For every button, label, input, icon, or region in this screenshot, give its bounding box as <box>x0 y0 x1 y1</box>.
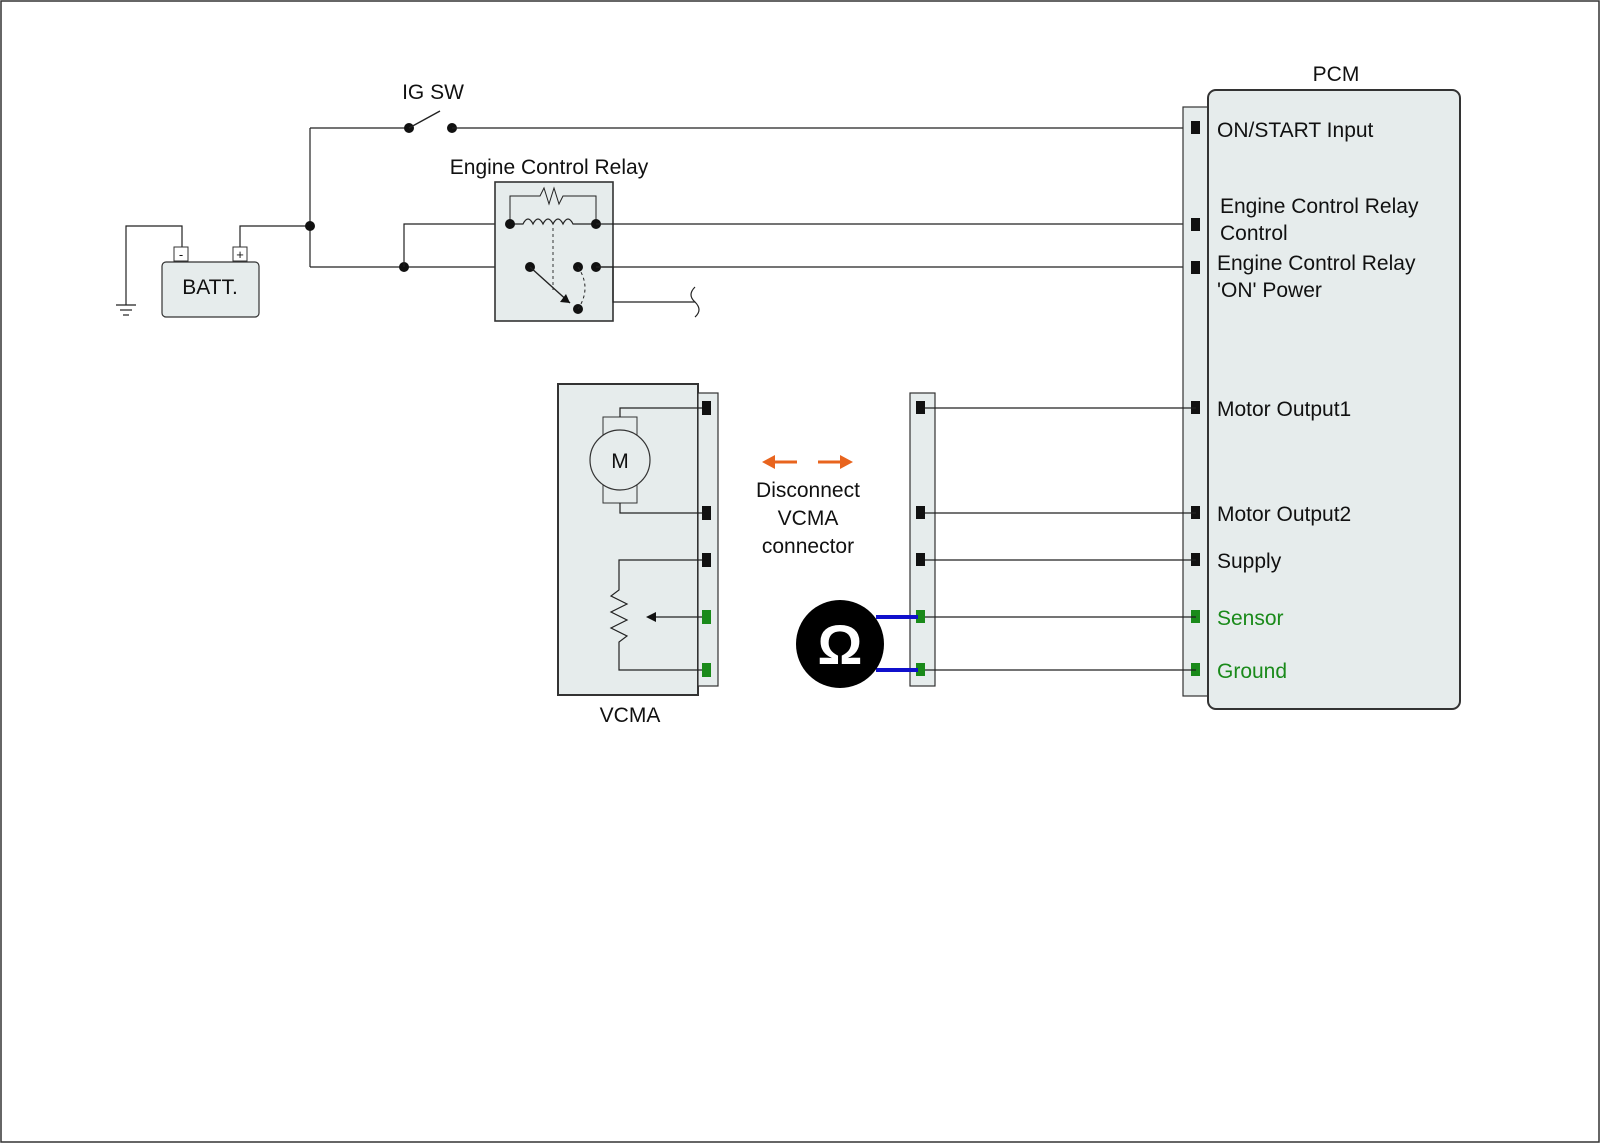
relay-coil-feed-wire <box>403 223 510 267</box>
pcm-pin <box>1191 261 1200 274</box>
vcma-pin <box>702 401 711 415</box>
harness-pins <box>916 401 925 676</box>
battery-label: BATT. <box>182 276 238 299</box>
relay-output-wire <box>596 266 695 303</box>
harness-connector-strip <box>909 392 936 687</box>
vcma-pin-sensor <box>702 610 711 624</box>
pcm-pin <box>1191 218 1200 231</box>
relay-label: Engine Control Relay <box>450 156 649 179</box>
motor-symbol: M <box>611 450 629 473</box>
pcm-pin-label-motor-output1: Motor Output1 <box>1217 398 1351 421</box>
pcm-pin-label-ecr-control-2: Control <box>1220 222 1288 245</box>
pcm-pin-label-ecr-power-1: Engine Control Relay <box>1217 252 1416 275</box>
harness-pin <box>916 553 925 566</box>
pcm-pin-label-on-start: ON/START Input <box>1217 119 1374 142</box>
motor-wire-bottom <box>619 503 702 514</box>
pcm-box <box>1207 89 1461 710</box>
battery-plus-label: + <box>236 247 244 262</box>
ig-sw-label: IG SW <box>402 81 464 104</box>
junction-dot <box>305 221 315 231</box>
disconnect-text-line2: VCMA <box>778 507 839 530</box>
pcm-pin-label-ecr-power-2: 'ON' Power <box>1217 279 1322 302</box>
vcma-pin-ground <box>702 663 711 677</box>
harness-pin-ground <box>916 663 925 676</box>
pcm-pin-label-ecr-control-1: Engine Control Relay <box>1220 195 1419 218</box>
battery-ground-wire <box>125 225 183 305</box>
potentiometer <box>609 559 702 671</box>
ohmmeter-icon <box>796 600 884 688</box>
wiper-arrow <box>646 612 656 622</box>
ohm-symbol: Ω <box>818 613 863 676</box>
pcm-pin-label-sensor: Sensor <box>1217 607 1284 630</box>
harness-pin <box>916 401 925 414</box>
disconnect-arrows <box>762 455 853 469</box>
pcm-title: PCM <box>1313 63 1360 86</box>
battery: - + BATT. <box>161 246 260 318</box>
ground-symbol <box>116 304 136 316</box>
motor-wire-top <box>619 407 702 417</box>
pcm-pin <box>1191 121 1200 134</box>
vcma-connector-strip <box>697 392 719 687</box>
battery-positive-wire <box>239 225 310 248</box>
battery-minus-label: - <box>179 247 183 262</box>
wire-break-symbol <box>690 286 700 318</box>
pcm-pin-label-motor-output2: Motor Output2 <box>1217 503 1351 526</box>
pcm-pin-label-supply: Supply <box>1217 550 1282 573</box>
vcma-pin <box>702 506 711 520</box>
vcma-pin <box>702 553 711 567</box>
harness-pin-sensor <box>916 610 925 623</box>
disconnect-text-line3: connector <box>762 535 854 558</box>
vcma-pins <box>702 401 711 677</box>
disconnect-text-line1: Disconnect <box>756 479 860 502</box>
motor: M <box>589 416 651 504</box>
harness-pin <box>916 506 925 519</box>
vcma-label: VCMA <box>600 704 661 727</box>
engine-control-relay <box>494 181 614 322</box>
pcm-pin-label-ground: Ground <box>1217 660 1287 683</box>
